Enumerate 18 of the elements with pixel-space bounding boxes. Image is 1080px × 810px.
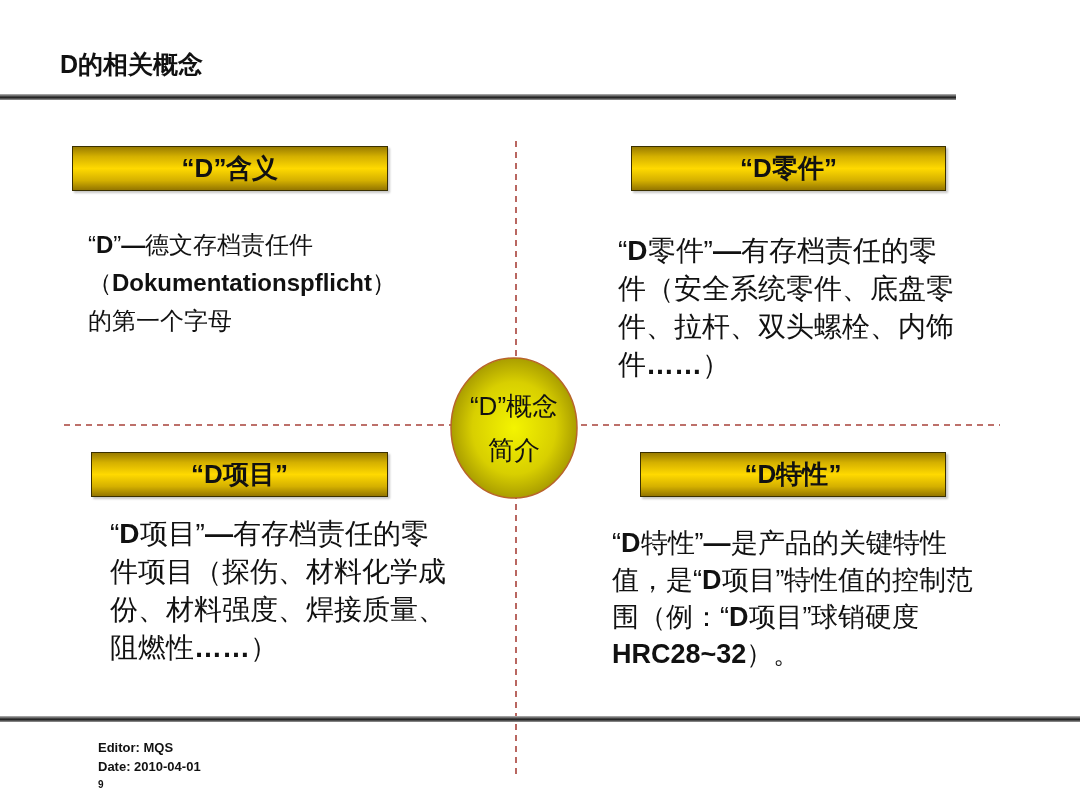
heading-bar — [640, 452, 946, 497]
description-text: “D项目”—有存档责任的零件项目（探伤、材料化学成份、材料强度、焊接质量、阻燃性……） — [110, 517, 447, 665]
heading-text: “D特性” — [744, 458, 842, 491]
ellipse-label: “D”概念简介 — [468, 390, 560, 467]
description-text: “D特性”—是产品的关键特性值，是“D项目”特性值的控制范围（例：“D项目”球销硬度HRC28~32）。 — [612, 527, 975, 671]
slide-title: D的相关概念 — [60, 49, 204, 80]
footer-note: Editor: MQS — [98, 740, 174, 755]
heading-bar — [72, 146, 388, 191]
footer-note: Date: 2010-04-01 — [98, 759, 201, 774]
description-text: “D”—德文存档责任件（Dokumentationspflicht）的第一个字母 — [88, 230, 397, 336]
heading-bar — [91, 452, 388, 497]
center-ellipse — [450, 357, 578, 499]
heading-text: “D项目” — [191, 458, 288, 491]
page-number: 9 — [98, 779, 104, 790]
heading-text: “D”含义 — [181, 152, 279, 185]
heading-bar — [631, 146, 946, 191]
heading-text: “D零件” — [740, 152, 837, 185]
description-text: “D零件”—有存档责任的零件（安全系统零件、底盘零件、拉杆、双头螺栓、内饰件……） — [618, 234, 954, 382]
